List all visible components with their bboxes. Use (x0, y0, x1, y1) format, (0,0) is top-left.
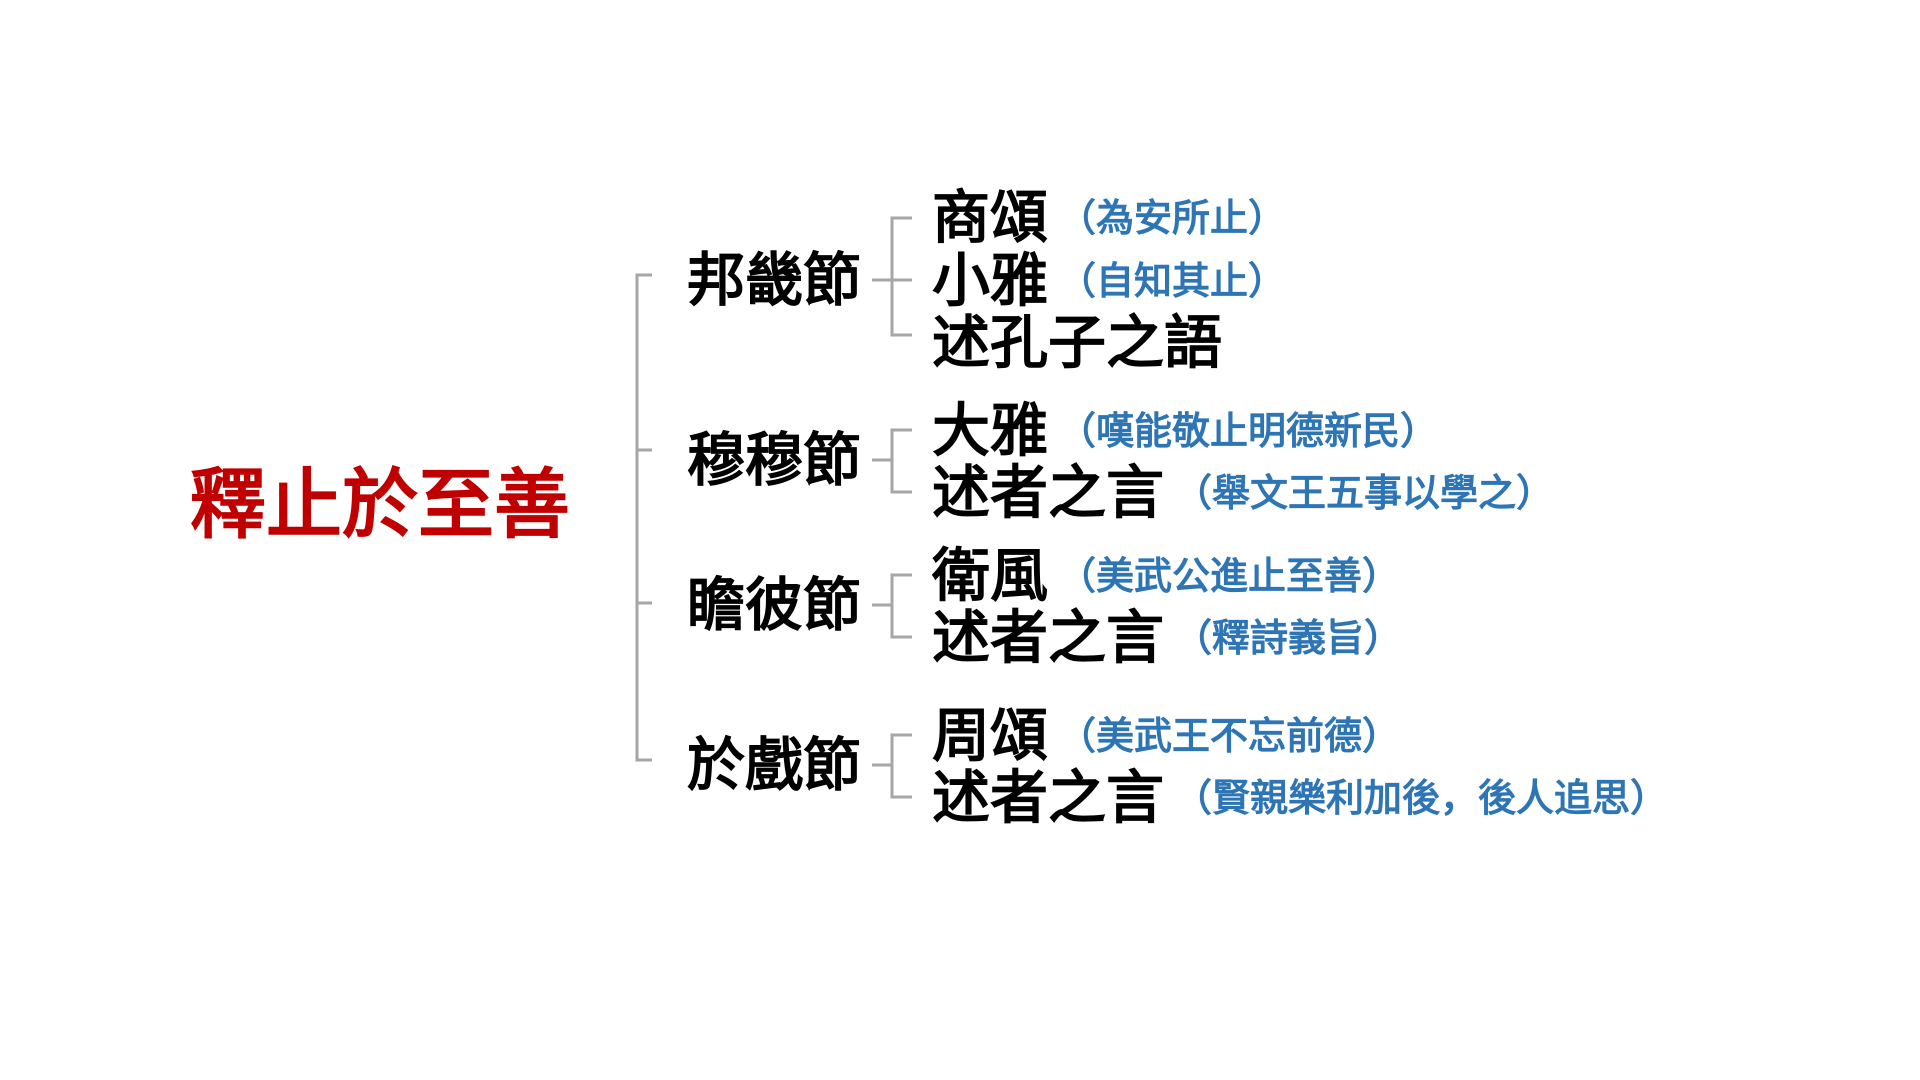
leaf-label: 周頌 (932, 701, 1049, 770)
leaf-node-1-2: 小雅（自知其止） (932, 246, 1287, 315)
leaf-node-1-3: 述孔子之語 (932, 308, 1223, 377)
branch-4-bracket (890, 733, 912, 799)
leaf-note: （美武公進止至善） (1058, 552, 1401, 598)
branch-1-bracket (890, 216, 912, 337)
branch-node-2: 穆穆節 (687, 426, 862, 494)
leaf-node-1-1: 商頌（為安所止） (932, 183, 1287, 252)
leaf-label: 述者之言 (932, 603, 1165, 672)
leaf-note: （嘆能敬止明德新民） (1058, 407, 1439, 453)
leaf-node-4-1: 周頌（美武王不忘前德） (932, 701, 1401, 770)
leaf-node-4-2: 述者之言（賢親樂利加後，後人追思） (932, 763, 1669, 832)
branch-3-bracket (890, 573, 912, 639)
leaf-node-3-2: 述者之言（釋詩義旨） (932, 603, 1403, 672)
leaf-node-2-1: 大雅（嘆能敬止明德新民） (932, 396, 1439, 465)
root-bracket (635, 273, 652, 762)
leaf-label: 述孔子之語 (932, 308, 1223, 377)
branch-node-3: 瞻彼節 (687, 571, 862, 639)
leaf-label: 小雅 (932, 246, 1049, 315)
leaf-note: （賢親樂利加後，後人追思） (1174, 774, 1669, 820)
branch-node-1: 邦畿節 (687, 246, 862, 314)
leaf-node-3-1: 衛風（美武公進止至善） (932, 541, 1401, 610)
branch-2-bracket (890, 428, 912, 494)
leaf-note: （美武王不忘前德） (1058, 712, 1401, 758)
leaf-note: （為安所止） (1058, 194, 1287, 240)
branch-node-4: 於戲節 (687, 731, 862, 799)
leaf-node-2-2: 述者之言（舉文王五事以學之） (932, 458, 1555, 527)
root-node: 釋止於至善 (190, 460, 570, 549)
leaf-note: （舉文王五事以學之） (1174, 469, 1555, 515)
leaf-note: （釋詩義旨） (1174, 614, 1403, 660)
leaf-label: 衛風 (932, 541, 1049, 610)
leaf-label: 述者之言 (932, 763, 1165, 832)
leaf-label: 商頌 (932, 183, 1049, 252)
leaf-label: 大雅 (932, 396, 1049, 465)
leaf-note: （自知其止） (1058, 257, 1287, 303)
leaf-label: 述者之言 (932, 458, 1165, 527)
